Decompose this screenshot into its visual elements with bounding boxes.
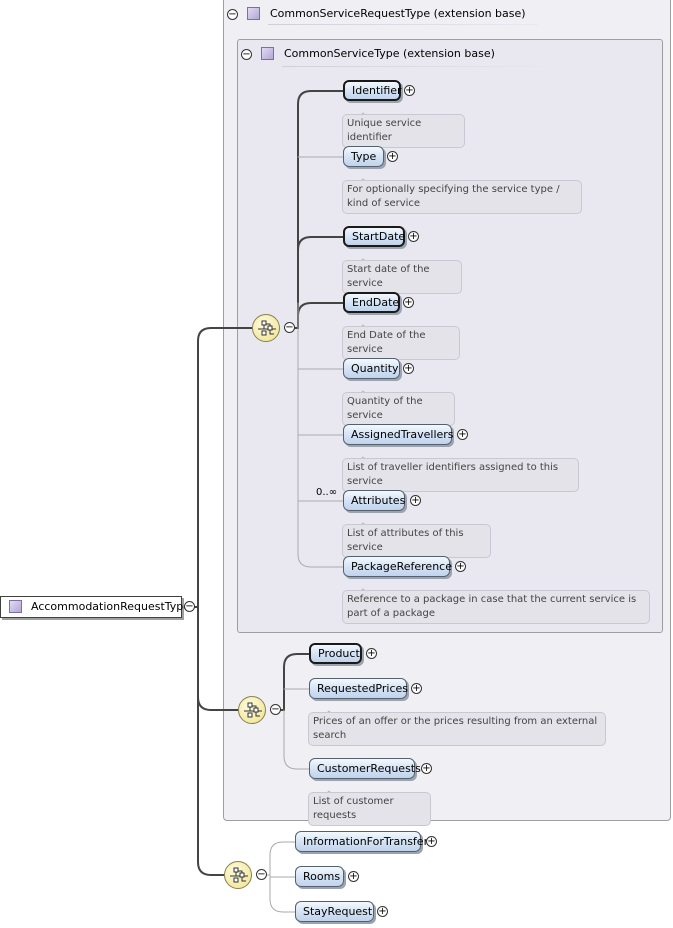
- expand-icon[interactable]: +: [366, 648, 377, 659]
- root-collapse-icon[interactable]: −: [184, 601, 195, 612]
- root-type-box[interactable]: AccommodationRequestType: [0, 596, 190, 618]
- expand-icon[interactable]: +: [421, 763, 432, 774]
- complex-type-icon: [261, 47, 274, 60]
- expand-icon[interactable]: +: [411, 683, 422, 694]
- expand-icon[interactable]: +: [408, 231, 419, 242]
- inner-group-header: CommonServiceType (extension base): [284, 47, 495, 60]
- element-rooms[interactable]: Rooms: [295, 866, 344, 887]
- element-customerrequests[interactable]: CustomerRequests: [309, 758, 421, 779]
- expand-icon[interactable]: +: [455, 561, 466, 572]
- element-informationfortransfer[interactable]: InformationForTransfer: [295, 831, 428, 852]
- element-assignedtravellers[interactable]: AssignedTravellers: [343, 424, 454, 445]
- cardinality-label: 0..∞: [316, 487, 338, 498]
- expand-icon[interactable]: +: [457, 429, 468, 440]
- sequence-collapse-icon[interactable]: −: [270, 704, 281, 715]
- element-doc: List of traveller identifiers assigned t…: [342, 458, 579, 492]
- element-identifier[interactable]: Identifier: [343, 80, 402, 101]
- root-label: AccommodationRequestType: [31, 600, 191, 613]
- sequence-collapse-icon[interactable]: −: [284, 322, 295, 333]
- expand-icon[interactable]: +: [426, 836, 437, 847]
- outer-header-divider: [268, 24, 538, 25]
- complex-type-icon: [247, 7, 260, 20]
- element-packagereference[interactable]: PackageReference: [343, 556, 452, 577]
- outer-group-header: CommonServiceRequestType (extension base…: [270, 7, 526, 20]
- element-doc: For optionally specifying the service ty…: [342, 180, 582, 214]
- element-product[interactable]: Product: [309, 643, 362, 664]
- element-doc: End Date of the service: [342, 326, 460, 360]
- expand-icon[interactable]: +: [404, 85, 415, 96]
- element-attributes[interactable]: Attributes: [343, 490, 405, 511]
- element-startdate[interactable]: StartDate: [343, 226, 405, 247]
- element-doc: Prices of an offer or the prices resulti…: [308, 712, 606, 746]
- sequence-collapse-icon[interactable]: −: [256, 869, 267, 880]
- inner-header-divider: [282, 66, 562, 67]
- element-quantity[interactable]: Quantity: [343, 358, 400, 379]
- sequence-compositor-icon[interactable]: [224, 861, 252, 889]
- expand-icon[interactable]: +: [387, 151, 398, 162]
- expand-icon[interactable]: +: [348, 871, 359, 882]
- complex-type-icon: [9, 600, 22, 613]
- expand-icon[interactable]: +: [377, 906, 388, 917]
- element-enddate[interactable]: EndDate: [343, 292, 400, 313]
- sequence-compositor-icon[interactable]: [238, 696, 266, 724]
- expand-icon[interactable]: +: [403, 363, 414, 374]
- element-type[interactable]: Type: [343, 146, 384, 167]
- element-requestedprices[interactable]: RequestedPrices: [309, 678, 408, 699]
- expand-icon[interactable]: +: [403, 297, 414, 308]
- element-doc: List of attributes of this service: [342, 524, 491, 558]
- element-doc: Quantity of the service: [342, 392, 455, 426]
- expand-icon[interactable]: +: [410, 495, 421, 506]
- element-doc: Unique service identifier: [342, 114, 465, 148]
- sequence-compositor-icon[interactable]: [252, 314, 280, 342]
- element-doc: List of customer requests: [308, 792, 431, 826]
- element-stayrequest[interactable]: StayRequest: [295, 901, 374, 922]
- inner-group-collapse-icon[interactable]: −: [241, 49, 252, 60]
- outer-group-collapse-icon[interactable]: −: [227, 9, 238, 20]
- element-doc: Reference to a package in case that the …: [342, 590, 650, 624]
- element-doc: Start date of the service: [342, 260, 462, 294]
